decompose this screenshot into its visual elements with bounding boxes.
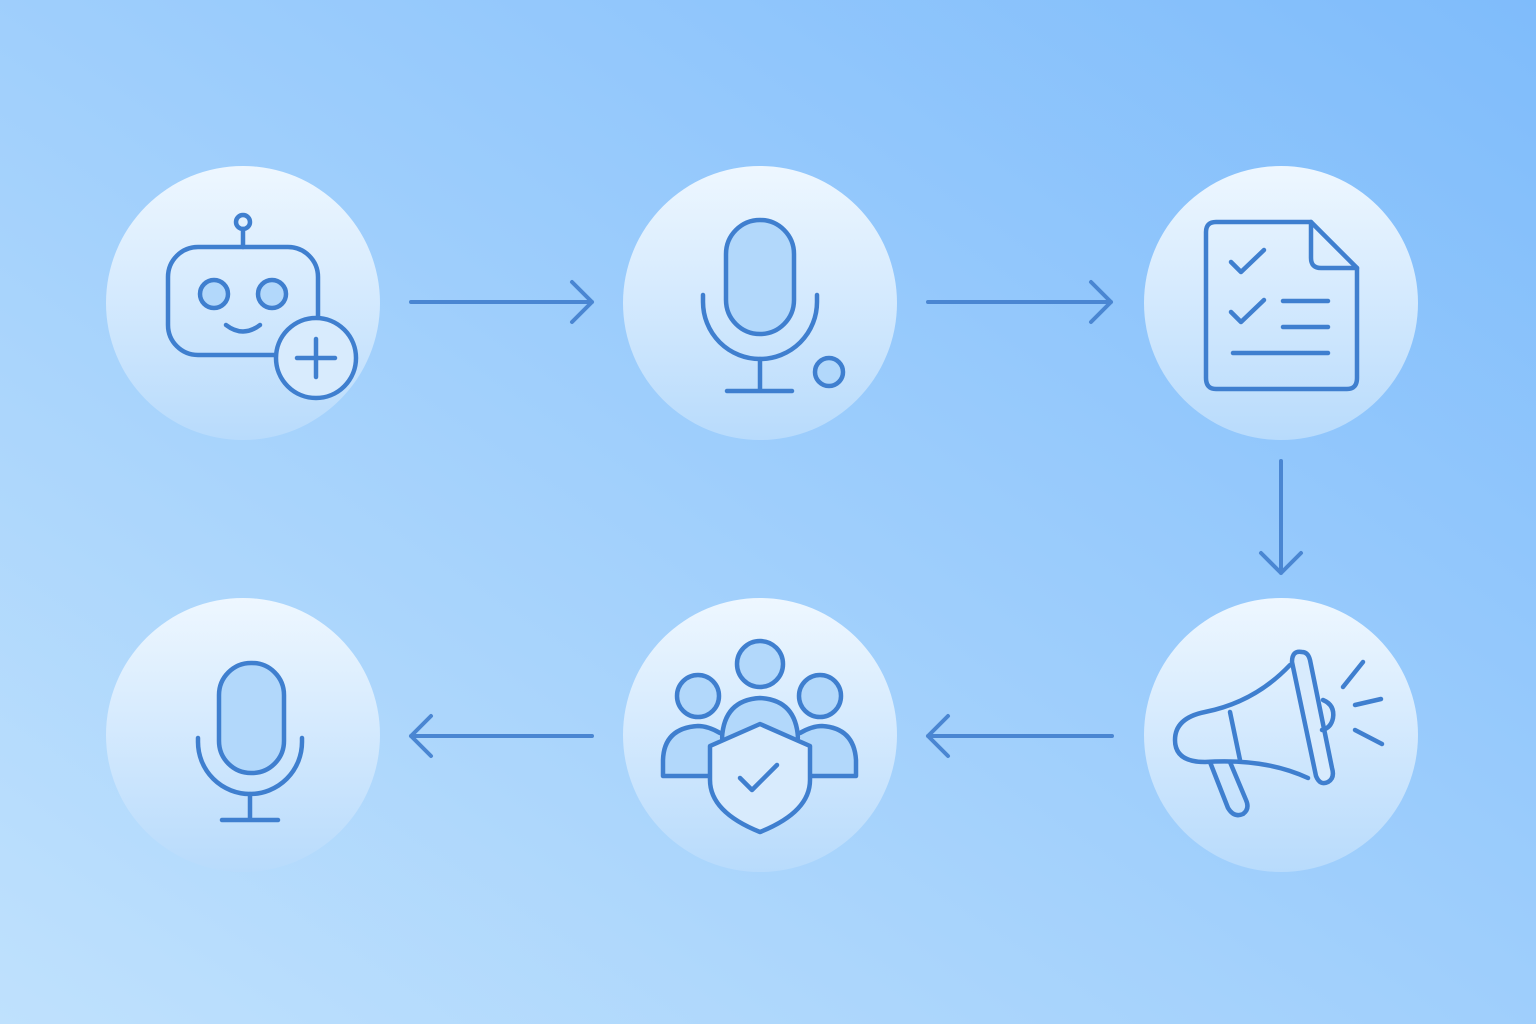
megaphone-icon bbox=[1172, 649, 1385, 818]
node-circle-1 bbox=[106, 166, 380, 440]
microphone-record-icon bbox=[700, 217, 846, 394]
microphone-icon bbox=[195, 660, 305, 823]
arrow-4-5 bbox=[926, 714, 1114, 758]
users-shield-check-icon bbox=[660, 638, 859, 835]
node-circle-3 bbox=[1144, 166, 1418, 440]
arrow-5-6 bbox=[409, 714, 594, 758]
node-circle-4 bbox=[1144, 598, 1418, 872]
arrow-2-3 bbox=[926, 280, 1113, 324]
robot-plus-icon bbox=[165, 212, 359, 401]
arrow-1-2 bbox=[409, 280, 594, 324]
checklist-document-icon bbox=[1203, 219, 1360, 392]
arrow-3-4 bbox=[1259, 459, 1303, 575]
